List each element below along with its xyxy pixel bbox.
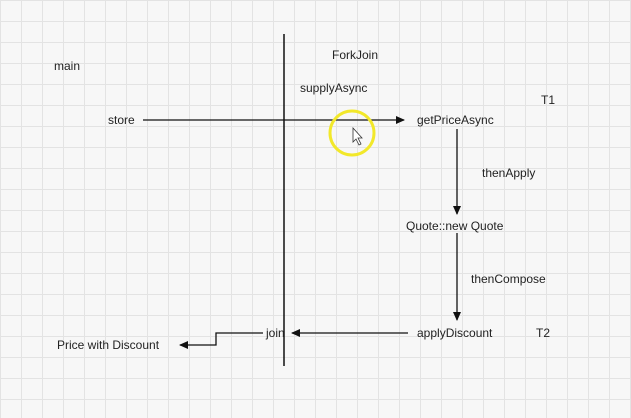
join-to-price-arrow [179, 332, 263, 349]
label-t2: T2 [536, 326, 551, 340]
label-t1: T1 [541, 93, 556, 107]
label-quote-new: Quote::new Quote [406, 219, 504, 233]
label-price-with-discount: Price with Discount [57, 338, 160, 352]
label-main: main [54, 59, 81, 73]
label-getpriceasync: getPriceAsync [417, 113, 494, 127]
label-forkjoin: ForkJoin [332, 48, 379, 62]
cursor-pointer-icon [352, 126, 363, 146]
cursor-highlight-ring [328, 109, 376, 157]
label-store: store [108, 113, 135, 127]
label-applydiscount: applyDiscount [417, 326, 493, 340]
label-join: join [266, 326, 285, 340]
label-thenapply: thenApply [482, 166, 536, 180]
label-thencompose: thenCompose [471, 272, 546, 286]
label-supplyasync: supplyAsync [300, 81, 368, 95]
